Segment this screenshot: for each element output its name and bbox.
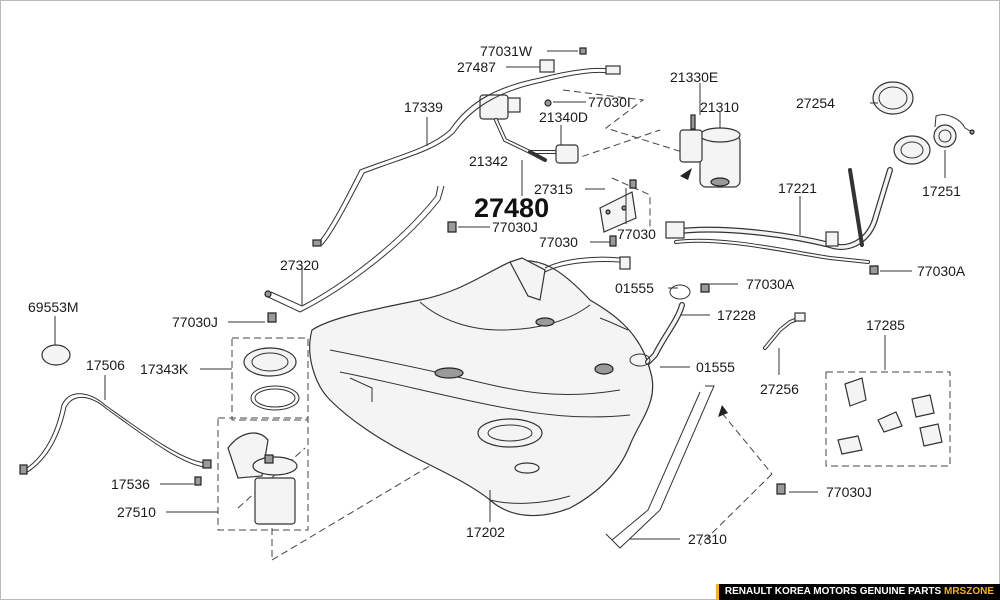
label-27256: 27256 [760, 381, 799, 397]
pump-lock-ring [243, 347, 300, 411]
label-17343k: 17343K [140, 361, 189, 377]
fuel-tank [309, 257, 654, 517]
evap-canister [679, 114, 741, 188]
label-77030a-mid: 77030A [746, 276, 795, 292]
watermark-banner: RENAULT KOREA MOTORS GENUINE PARTS MRSZO… [715, 584, 1000, 600]
label-77030-a: 77030 [539, 234, 578, 250]
label-17251: 17251 [922, 183, 961, 199]
fuel-pump [227, 432, 298, 525]
filler-gasket [872, 81, 914, 115]
label-77030j-left: 77030J [172, 314, 218, 330]
label-27487: 27487 [457, 59, 496, 75]
label-01555-top: 01555 [615, 280, 654, 296]
assembly-number-label: 27480 [474, 193, 549, 223]
label-17285: 17285 [866, 317, 905, 333]
vapor-pipe [312, 47, 621, 247]
watermark-accent: MRSZONE [944, 586, 994, 597]
purge-valve-assembly [479, 94, 579, 164]
label-27315: 27315 [534, 181, 573, 197]
label-77030i: 77030I [588, 94, 631, 110]
label-21340d: 21340D [539, 109, 588, 125]
label-27254: 27254 [796, 95, 835, 111]
watermark-text: RENAULT KOREA MOTORS GENUINE PARTS [724, 586, 942, 597]
pump-harness [19, 393, 212, 475]
label-77030j-bottom: 77030J [826, 484, 872, 500]
tank-strap-rear [605, 385, 715, 549]
clip-kit-pieces [837, 377, 943, 455]
label-77030-b: 77030 [617, 226, 656, 242]
leader-lines [54, 50, 946, 540]
hose-clamp-upper [669, 284, 691, 300]
pump-group-box [217, 417, 309, 531]
part-labels: 77031W 27487 17339 21330E 21310 77030I 2… [28, 43, 966, 547]
label-27310: 27310 [688, 531, 727, 547]
fuel-cap [933, 114, 975, 148]
hose-clamp-lower [629, 353, 651, 367]
label-27510: 27510 [117, 504, 156, 520]
fuel-hose [544, 256, 685, 365]
label-01555-mid: 01555 [696, 359, 735, 375]
canister-bracket [599, 191, 637, 233]
lock-ring-group-box [231, 337, 309, 421]
label-17221: 17221 [778, 180, 817, 196]
tank-strap-front [264, 185, 445, 313]
label-17339: 17339 [404, 99, 443, 115]
label-27320: 27320 [280, 257, 319, 273]
label-21342: 21342 [469, 153, 508, 169]
filler-neck [665, 135, 931, 264]
label-17506: 17506 [86, 357, 125, 373]
label-17228: 17228 [717, 307, 756, 323]
label-21310: 21310 [700, 99, 739, 115]
kit-group-box [825, 371, 951, 467]
direction-arrows [680, 168, 728, 417]
label-77031w: 77031W [480, 43, 533, 59]
label-69553m: 69553M [28, 299, 79, 315]
bolt-hardware [194, 179, 879, 495]
label-21330e: 21330E [670, 69, 718, 85]
grommet [41, 344, 71, 366]
label-17536: 17536 [111, 476, 150, 492]
breather-hose [763, 312, 806, 350]
label-17202: 17202 [466, 524, 505, 540]
label-77030j-top: 77030J [492, 219, 538, 235]
label-77030a-right: 77030A [917, 263, 966, 279]
